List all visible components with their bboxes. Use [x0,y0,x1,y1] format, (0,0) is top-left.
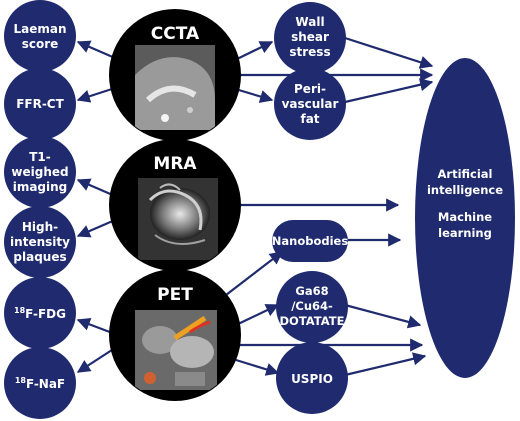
wss-line-2: shear [291,30,329,44]
node-naf: 18F-NaF [4,347,76,419]
hip-line-3: plaques [13,250,66,264]
ai-line-2: intelligence [427,183,503,197]
mra-image [138,178,218,260]
ga68-line-1: Ga68 [295,284,328,298]
arrow-mra-hip [76,218,116,238]
fdg-main: F-FDG [25,307,66,321]
node-nano: Nanobodies [272,220,349,262]
arrow-wss-ai [344,36,434,69]
arrow-pet-fdg [76,318,116,336]
ccta-image [135,45,215,131]
naf-label: 18F-NaF [15,376,65,391]
node-pvf: Peri- vascular fat [274,68,346,140]
arrow-ccta-laeman [76,40,116,60]
ai-line-3: Machine [438,210,492,224]
arrow-pet-ga68 [235,304,280,326]
fdg-sup: 18 [14,306,26,315]
laeman-line-2: score [22,37,59,51]
arrow-ga68-ai [344,303,422,329]
node-fdg: 18F-FDG [4,277,76,349]
node-uspio: USPIO [276,342,348,414]
ccta-node: CCTA [109,9,241,141]
wss-line-3: stress [289,45,330,59]
ccta-label: CCTA [151,24,200,44]
arrow-mra-t1 [76,178,116,198]
pvf-line-1: Peri- [294,82,326,96]
uspio-line-1: USPIO [291,372,333,386]
t1-line-3: imaging [13,180,68,194]
arrows [76,36,434,377]
t1-line-2: weighed [11,165,68,179]
pet-label: PET [157,285,193,305]
pvf-line-2: vascular [282,97,339,111]
ga68-line-3: DOTATATE [280,314,345,328]
arrow-pet-uspio [235,358,280,376]
mra-node: MRA [109,139,241,271]
hip-line-1: High- [22,220,58,234]
wss-line-1: Wall [295,15,324,29]
node-hip: High- intensity plaques [4,206,76,278]
naf-sup: 18 [15,376,27,385]
nano-line-1: Nanobodies [272,234,349,248]
pvf-line-3: fat [300,112,319,126]
arrow-pet-naf [76,347,116,373]
fdg-label: 18F-FDG [14,306,66,321]
arrow-uspio-ai [344,352,427,377]
node-wss: Wall shear stress [274,2,346,74]
node-t1: T1- weighed imaging [4,136,76,208]
ai-line-4: learning [438,226,492,240]
ai-node: Artificial intelligence Machine learning [415,58,515,378]
node-laeman: Laeman score [4,0,76,72]
ai-line-1: Artificial [438,167,493,181]
hip-line-2: intensity [10,235,70,249]
t1-line-1: T1- [29,150,51,164]
ffrct-line-1: FFR-CT [16,97,64,111]
arrow-pet-nano [225,251,284,296]
ga68-line-2: /Cu64- [291,299,333,313]
naf-main: F-NaF [26,377,65,391]
arrow-ccta-ffrct [76,86,116,103]
mra-label: MRA [153,154,197,174]
pet-image [135,310,217,390]
arrow-pvf-ai [344,78,434,104]
pet-node: PET [109,269,241,401]
laeman-line-1: Laeman [13,22,66,36]
node-ffrct: FFR-CT [4,68,76,140]
arrow-ccta-wss [234,41,274,61]
node-ga68: Ga68 /Cu64- DOTATATE [276,271,348,343]
